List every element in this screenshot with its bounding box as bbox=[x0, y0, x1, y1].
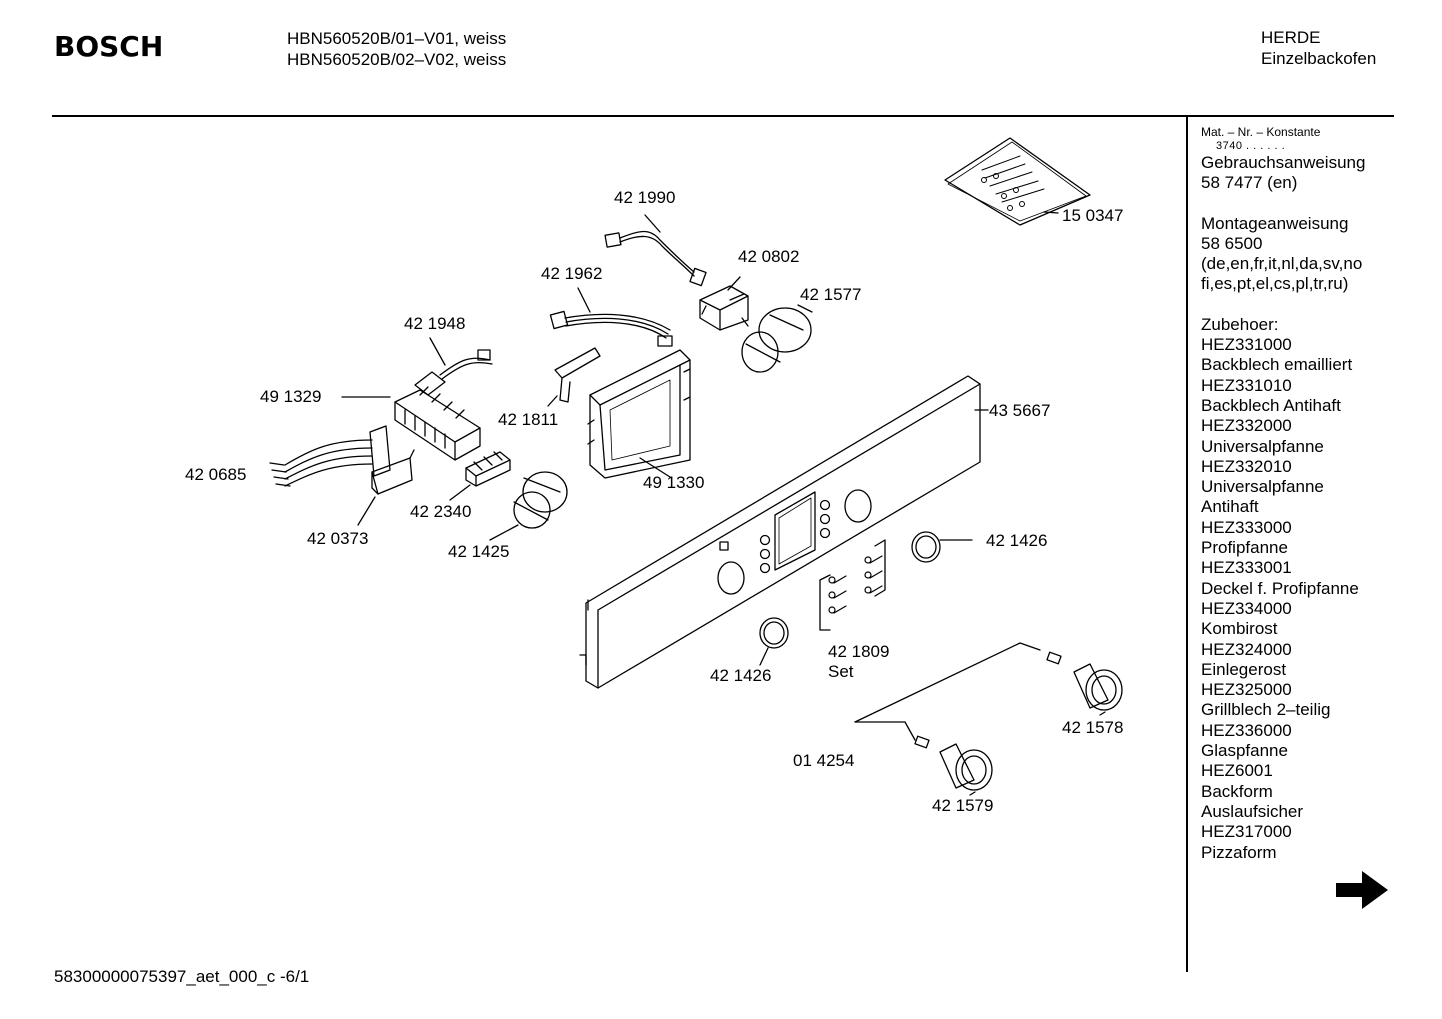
sidebar-line: Montageanweisung bbox=[1201, 213, 1349, 233]
terminal-block-491329 bbox=[341, 386, 481, 461]
accessory-line: Profipfanne bbox=[1201, 538, 1288, 558]
accessory-line: Backform bbox=[1201, 781, 1273, 801]
part-label: 42 1990 bbox=[614, 188, 676, 207]
accessory-line: Backblech emailliert bbox=[1201, 355, 1353, 375]
part-label: 15 0347 bbox=[1062, 206, 1124, 225]
knob-421425 bbox=[489, 471, 568, 541]
part-label: 42 1426 bbox=[710, 666, 772, 685]
accessory-line: Universalpfanne bbox=[1201, 436, 1324, 456]
part-label: 49 1329 bbox=[260, 387, 322, 406]
accessory-line: HEZ336000 bbox=[1201, 720, 1292, 740]
part-label: 42 1948 bbox=[404, 314, 466, 333]
part-label: 42 1578 bbox=[1062, 718, 1124, 737]
wire-harness-421990 bbox=[604, 214, 707, 287]
accessory-line: HEZ333001 bbox=[1201, 558, 1292, 578]
category-line-2: Einzelbackofen bbox=[1261, 49, 1377, 68]
accessory-line: Grillblech 2–teilig bbox=[1201, 700, 1331, 720]
part-label: 42 1962 bbox=[541, 264, 603, 283]
part-label: 42 1579 bbox=[932, 796, 994, 815]
accessory-line: HEZ331010 bbox=[1201, 375, 1292, 395]
accessory-line: HEZ325000 bbox=[1201, 680, 1292, 700]
accessory-line: HEZ6001 bbox=[1201, 761, 1273, 781]
brand-logo: BOSCH bbox=[54, 30, 164, 63]
connector-422340 bbox=[449, 451, 511, 501]
model-line-2: HBN560520B/02–V02, weiss bbox=[287, 50, 507, 69]
accessory-line: Auslaufsicher bbox=[1201, 801, 1304, 821]
accessory-line: HEZ324000 bbox=[1201, 639, 1292, 659]
part-label: 42 1426 bbox=[986, 531, 1048, 550]
spacer bbox=[1201, 295, 1391, 315]
accessory-line: Glaspfanne bbox=[1201, 741, 1288, 761]
header-divider bbox=[52, 115, 1394, 117]
accessory-line: Einlegerost bbox=[1201, 659, 1287, 679]
ribbon-harness-421962 bbox=[549, 287, 673, 347]
accessory-line: HEZ334000 bbox=[1201, 598, 1292, 618]
accessory-line: Deckel f. Profipfanne bbox=[1201, 578, 1359, 598]
sidebar-divider bbox=[1186, 117, 1188, 972]
cable-set-420685 bbox=[269, 425, 391, 487]
part-label: 49 1330 bbox=[643, 473, 705, 492]
ring-421426-upper bbox=[911, 531, 973, 563]
sidebar-line: 58 7477 (en) bbox=[1201, 173, 1298, 193]
install-section: Montageanweisung 58 6500 (de,en,fr,it,nl… bbox=[1201, 214, 1391, 295]
document-id: 58300000075397_aet_000_c -6/1 bbox=[54, 967, 310, 986]
sidebar-line: fi,es,pt,el,cs,pl,tr,ru) bbox=[1201, 274, 1349, 294]
manual-section: Gebrauchsanweisung 58 7477 (en) bbox=[1201, 153, 1391, 194]
knob-ring-421577 bbox=[741, 304, 813, 373]
arrow-right-icon[interactable] bbox=[1334, 868, 1390, 912]
sidebar-line: (de,en,fr,it,nl,da,sv,no bbox=[1201, 254, 1363, 274]
leader-014254 bbox=[854, 642, 1062, 749]
part-label: 42 1811 bbox=[498, 410, 559, 429]
part-label: 42 2340 bbox=[410, 502, 472, 521]
model-line-1: HBN560520B/01–V01, weiss bbox=[287, 29, 507, 48]
category-line-1: HERDE bbox=[1261, 28, 1321, 47]
bracket-420373 bbox=[357, 449, 415, 526]
spacer bbox=[1201, 194, 1391, 214]
accessory-line: Zubehoer: bbox=[1201, 314, 1279, 334]
accessory-line: HEZ331000 bbox=[1201, 335, 1292, 355]
accessory-line: HEZ332000 bbox=[1201, 416, 1292, 436]
wire-421948 bbox=[414, 337, 493, 396]
part-label: 42 0685 bbox=[185, 465, 247, 484]
control-module-491330 bbox=[587, 349, 691, 479]
accessory-line: HEZ333000 bbox=[1201, 517, 1292, 537]
knob-421579 bbox=[939, 743, 993, 796]
part-label: 43 5667 bbox=[989, 401, 1051, 420]
screw-set-421809 bbox=[819, 539, 886, 631]
accessory-line: Pizzaform bbox=[1201, 842, 1277, 862]
accessory-sidebar: Mat. – Nr. – Konstante 3740 . . . . . . … bbox=[1201, 125, 1391, 863]
part-label-set: Set bbox=[828, 662, 854, 681]
category: HERDE Einzelbackofen bbox=[1261, 27, 1376, 69]
part-label: 42 0802 bbox=[738, 247, 800, 266]
sidebar-line: 58 6500 bbox=[1201, 233, 1263, 253]
ring-421426-lower bbox=[759, 617, 789, 666]
clip-421811 bbox=[547, 347, 601, 407]
accessory-line: HEZ332010 bbox=[1201, 456, 1292, 476]
part-label: 42 1425 bbox=[448, 542, 510, 561]
part-label: 42 1577 bbox=[800, 285, 862, 304]
accessory-line: HEZ317000 bbox=[1201, 822, 1292, 842]
switch-420802 bbox=[699, 276, 749, 331]
front-panel-435667 bbox=[579, 375, 989, 689]
accessory-line: Kombirost bbox=[1201, 619, 1278, 639]
part-label: 42 0373 bbox=[307, 529, 369, 548]
accessory-line: Backblech Antihaft bbox=[1201, 395, 1341, 415]
sidebar-line: Gebrauchsanweisung bbox=[1201, 153, 1366, 172]
mat-header: Mat. – Nr. – Konstante bbox=[1201, 125, 1321, 139]
screw-bag bbox=[944, 137, 1091, 226]
knob-421578 bbox=[1073, 663, 1123, 716]
part-label: 01 4254 bbox=[793, 751, 855, 770]
model-list: HBN560520B/01–V01, weiss HBN560520B/02–V… bbox=[287, 28, 506, 70]
accessory-line: Universalpfanne bbox=[1201, 477, 1324, 497]
accessory-line: Antihaft bbox=[1201, 497, 1259, 517]
part-label: 42 1809 bbox=[828, 642, 890, 661]
mat-value: 3740 . . . . . . bbox=[1216, 140, 1286, 152]
